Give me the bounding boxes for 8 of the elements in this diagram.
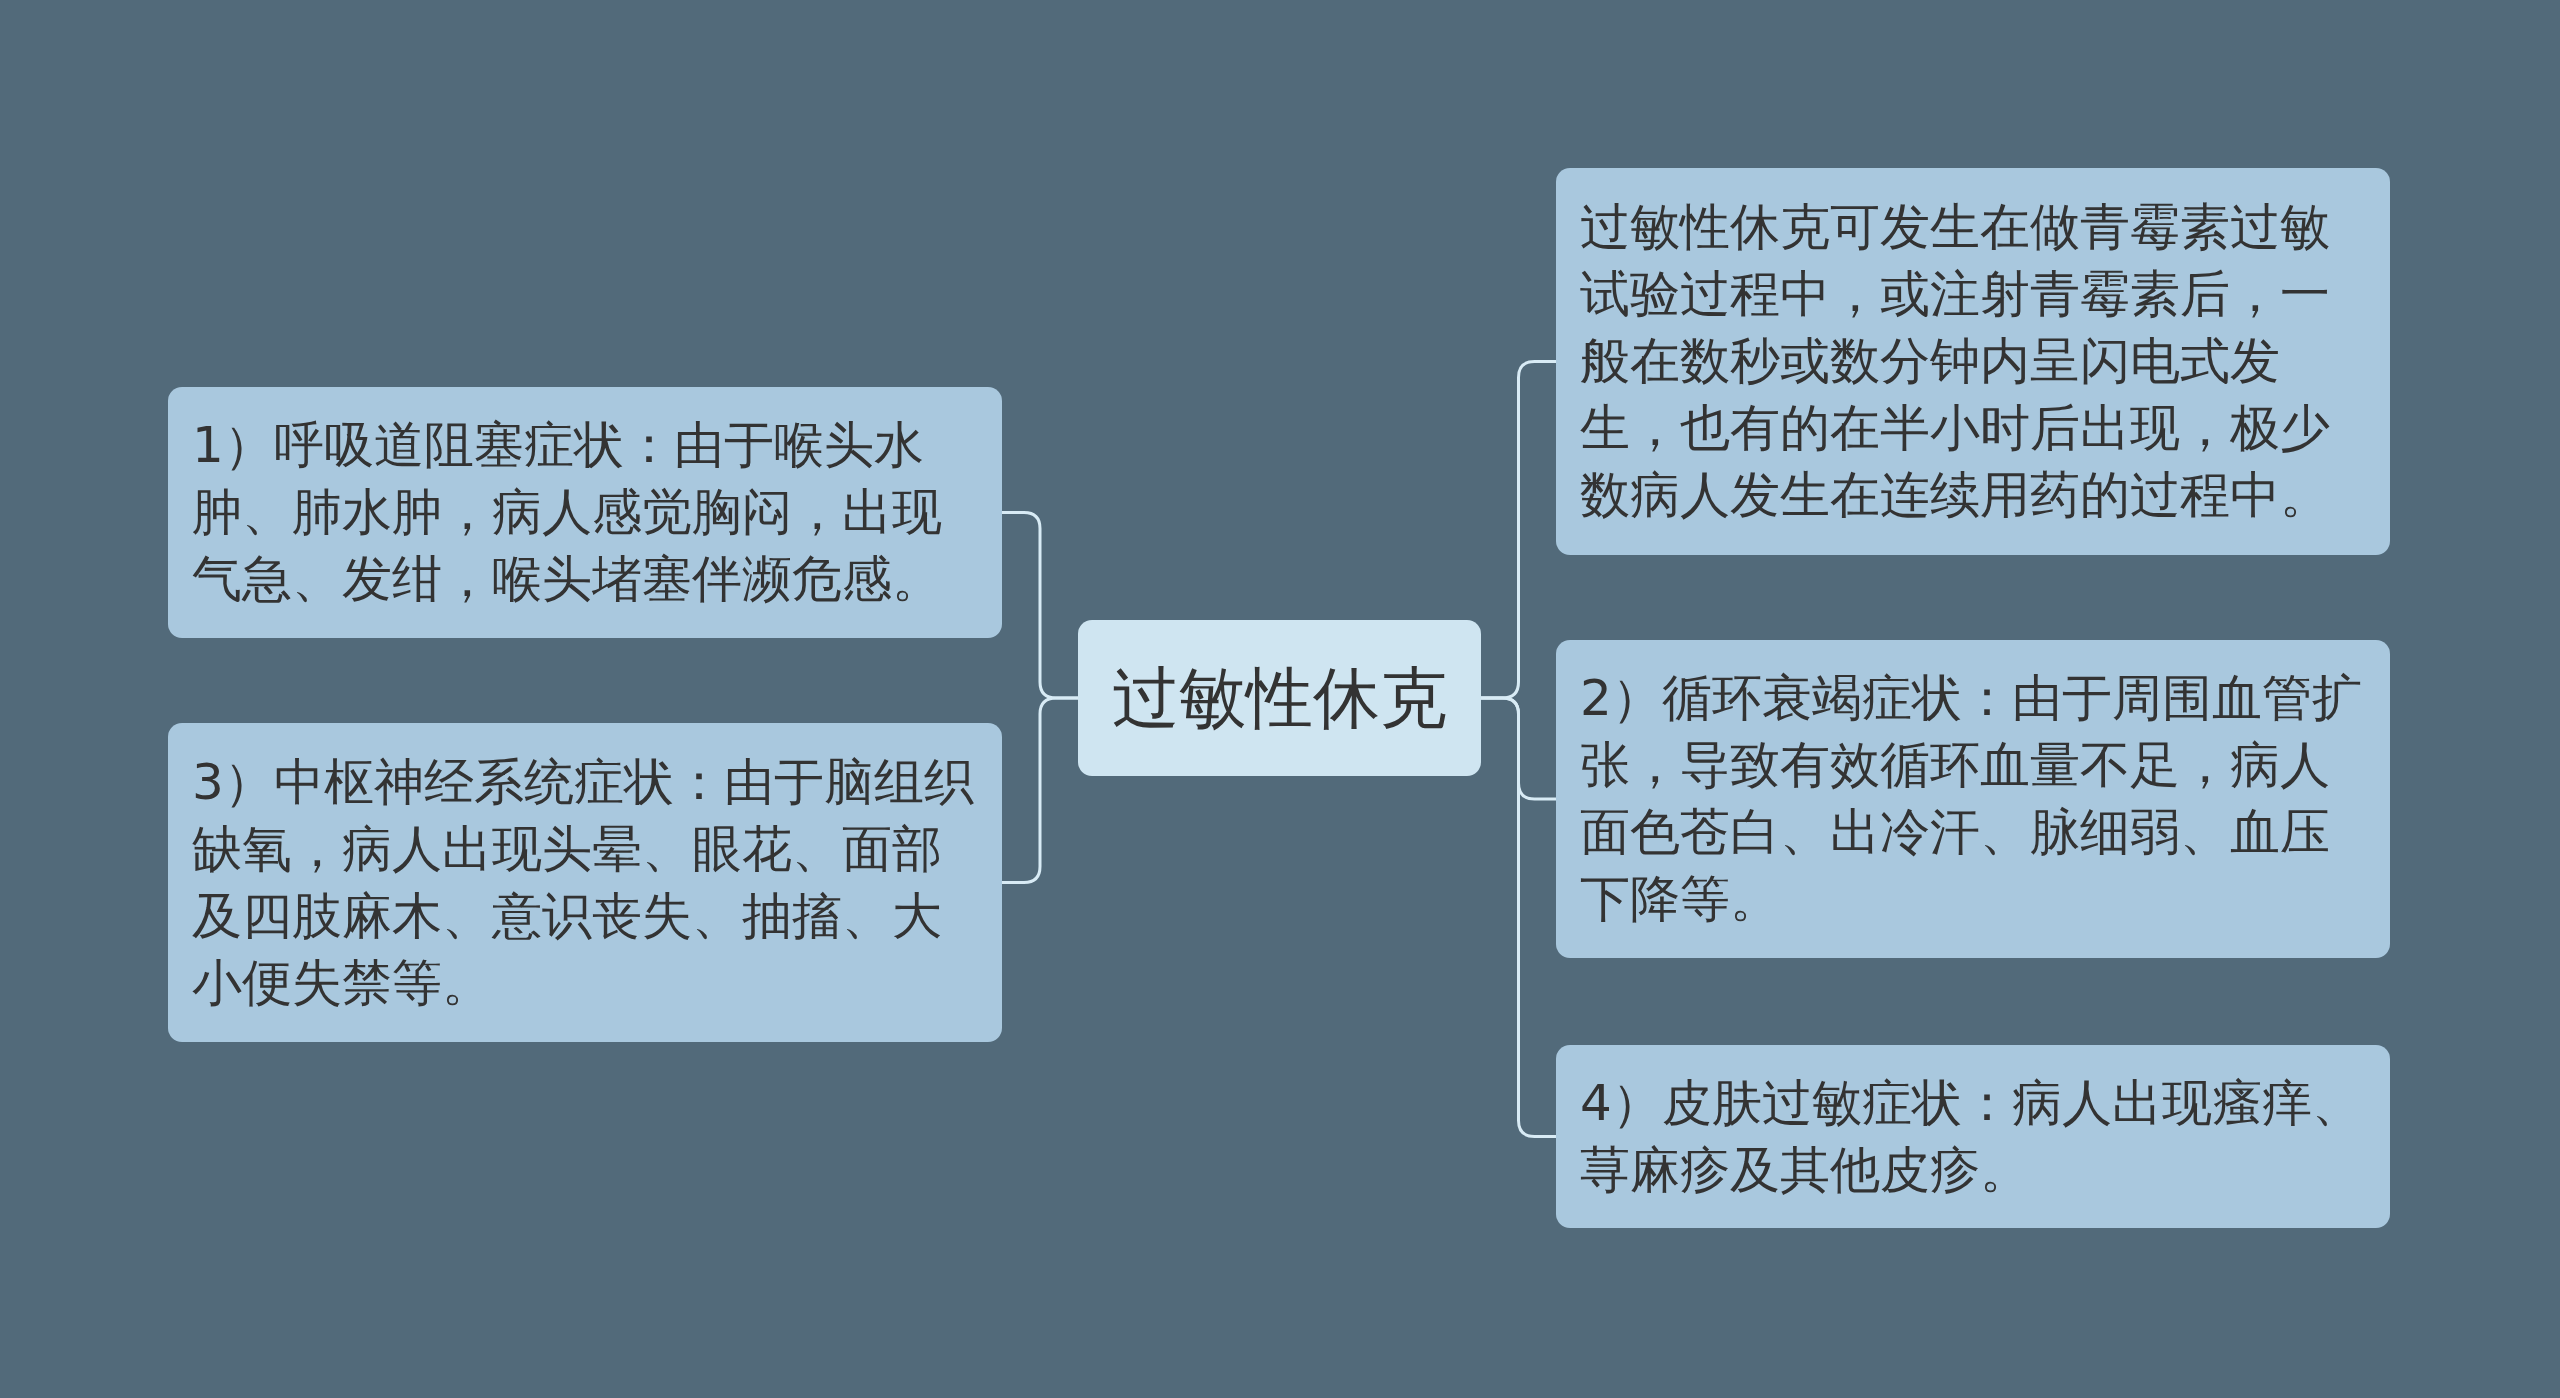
- topic-box: 过敏性休克: [1078, 620, 1481, 776]
- connector-line: [1002, 696, 1078, 884]
- connector-line: [1481, 696, 1556, 1138]
- subtopic-box: 4）皮肤过敏症状：病人出现瘙痒、荨麻疹及其他皮疹。: [1556, 1045, 2390, 1228]
- subtopic-box: 2）循环衰竭症状：由于周围血管扩张，导致有效循环血量不足，病人面色苍白、出冷汗、脉细弱、血压下降等。: [1556, 640, 2390, 958]
- subtopic-box: 1）呼吸道阻塞症状：由于喉头水肿、肺水肿，病人感觉胸闷，出现气急、发绀，喉头堵塞伴濒危感。: [168, 387, 1002, 638]
- subtopic-box: 过敏性休克可发生在做青霉素过敏试验过程中，或注射青霉素后，一般在数秒或数分钟内呈闪电式发生，也有的在半小时后出现，极少数病人发生在连续用药的过程中。: [1556, 168, 2390, 555]
- subtopic-box: 3）中枢神经系统症状：由于脑组织缺氧，病人出现头晕、眼花、面部及四肢麻木、意识丧失、抽搐、大小便失禁等。: [168, 723, 1002, 1042]
